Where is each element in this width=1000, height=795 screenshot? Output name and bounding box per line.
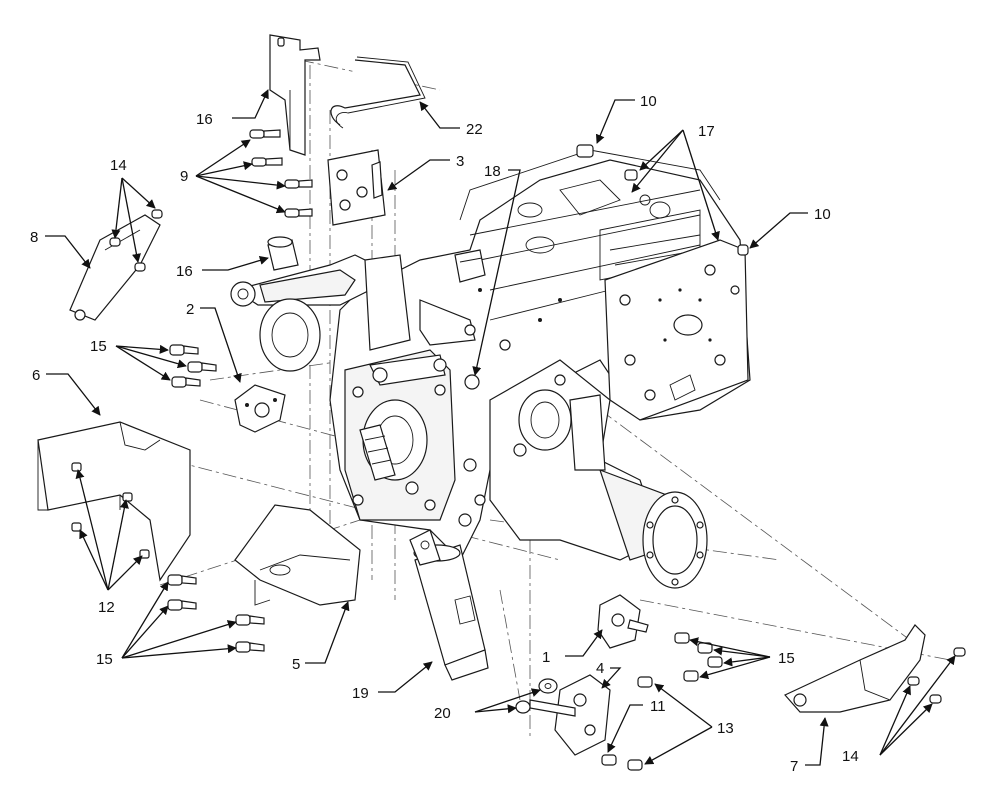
callout-10: 10 bbox=[814, 206, 831, 223]
bracket-7 bbox=[784, 624, 926, 713]
callout-labels: 16 22 9 3 14 8 16 2 15 6 12 15 5 19 18 1… bbox=[30, 93, 859, 775]
bolt-13 bbox=[627, 759, 643, 771]
callout-12: 12 bbox=[98, 599, 115, 616]
callout-3: 3 bbox=[456, 153, 464, 170]
callout-15: 15 bbox=[778, 650, 795, 667]
screw-12 bbox=[122, 492, 133, 502]
callout-17: 17 bbox=[698, 123, 715, 140]
bolt-15 bbox=[171, 376, 201, 388]
shield-6 bbox=[37, 421, 191, 582]
bolt-10 bbox=[737, 244, 749, 256]
callout-14: 14 bbox=[110, 157, 127, 174]
callout-19: 19 bbox=[352, 685, 369, 702]
bolt-9 bbox=[284, 179, 313, 189]
callout-15: 15 bbox=[96, 651, 113, 668]
plug-18 bbox=[464, 374, 480, 390]
bolt-13 bbox=[637, 676, 653, 688]
rod-22 bbox=[330, 56, 426, 129]
callout-6: 6 bbox=[32, 367, 40, 384]
bolt-9 bbox=[284, 208, 313, 218]
bolt-14 bbox=[109, 237, 121, 247]
bracket-8 bbox=[69, 214, 161, 321]
callout-20: 20 bbox=[434, 705, 451, 722]
screw-12 bbox=[71, 522, 82, 532]
bolt-14 bbox=[953, 647, 966, 657]
cylinder-19 bbox=[409, 529, 489, 681]
bolt-9 bbox=[249, 129, 281, 139]
bolt-14 bbox=[134, 262, 146, 272]
callout-13: 13 bbox=[717, 720, 734, 737]
bolt-15 bbox=[235, 614, 265, 626]
washer-20 bbox=[515, 700, 531, 714]
flange-4 bbox=[529, 674, 611, 756]
leader-lines bbox=[45, 89, 956, 766]
callout-9: 9 bbox=[180, 168, 188, 185]
flange-2 bbox=[234, 384, 286, 433]
callout-5: 5 bbox=[292, 656, 300, 673]
bracket-21 bbox=[269, 34, 321, 156]
bolt-15 bbox=[683, 670, 699, 682]
control-lever-assembly bbox=[230, 249, 511, 386]
bolt-14 bbox=[151, 209, 163, 219]
fitting-17 bbox=[624, 169, 638, 181]
callout-8: 8 bbox=[30, 229, 38, 246]
callout-2: 2 bbox=[186, 301, 194, 318]
bracket-5 bbox=[234, 504, 361, 606]
bolt-14 bbox=[907, 676, 920, 686]
callout-14: 14 bbox=[842, 748, 859, 765]
bolt-15 bbox=[674, 632, 690, 644]
callout-21: 16 bbox=[196, 111, 213, 128]
axle-housing bbox=[489, 359, 708, 589]
bolt-15 bbox=[167, 599, 197, 611]
fasteners bbox=[71, 129, 966, 771]
callout-16: 16 bbox=[176, 263, 193, 280]
bolt-15 bbox=[167, 574, 197, 586]
screw-12 bbox=[71, 462, 82, 472]
callout-22: 22 bbox=[466, 121, 483, 138]
callout-7: 7 bbox=[790, 758, 798, 775]
pin-16 bbox=[267, 236, 299, 271]
washer-20 bbox=[538, 678, 558, 694]
callout-1: 1 bbox=[542, 649, 550, 666]
callout-4: 4 bbox=[596, 660, 604, 677]
flange-1 bbox=[597, 594, 649, 649]
bolt-14 bbox=[929, 694, 942, 704]
bolt-10 bbox=[576, 144, 594, 158]
bolt-11 bbox=[601, 754, 617, 766]
plate-3 bbox=[327, 149, 386, 226]
callout-10: 10 bbox=[640, 93, 657, 110]
callout-18: 18 bbox=[484, 163, 501, 180]
bolt-9 bbox=[251, 157, 283, 167]
callout-15: 15 bbox=[90, 338, 107, 355]
side-mount-plate bbox=[604, 239, 749, 421]
bolt-15 bbox=[235, 641, 265, 653]
bolt-15 bbox=[169, 344, 199, 356]
bolt-15 bbox=[707, 656, 723, 668]
bolt-15 bbox=[187, 361, 217, 373]
callout-11: 11 bbox=[650, 698, 666, 715]
